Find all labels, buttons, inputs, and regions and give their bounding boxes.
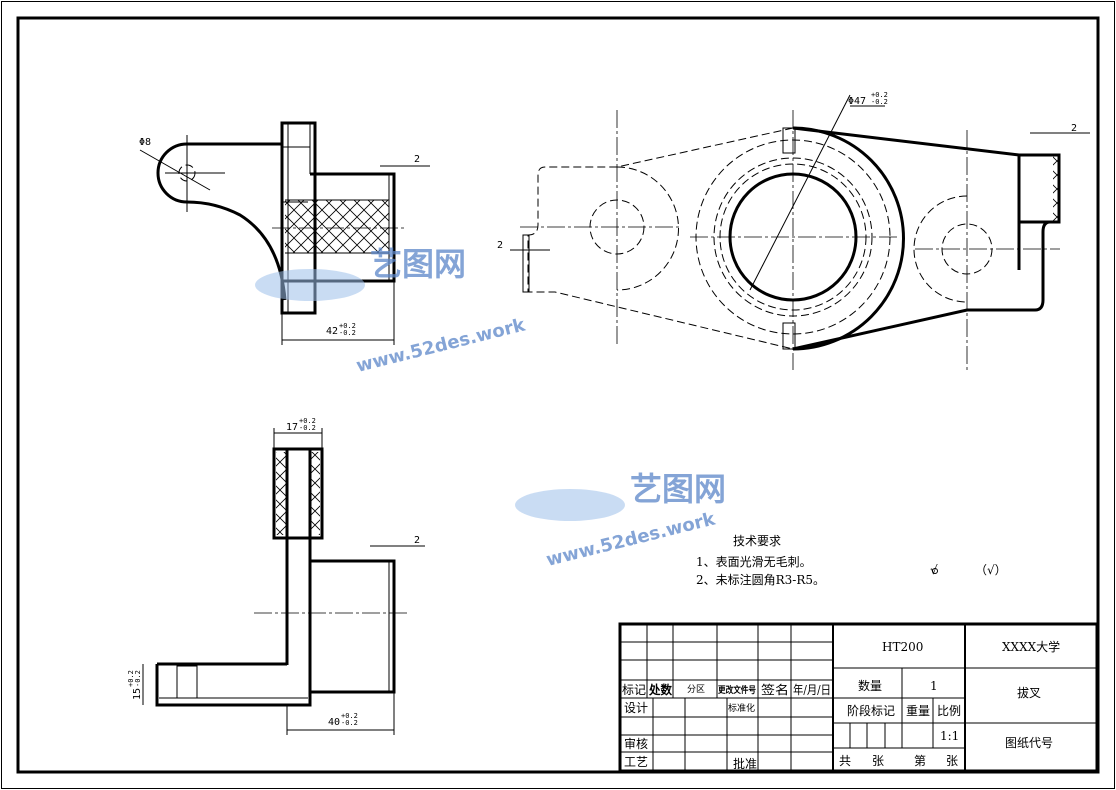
label-change-doc: 更改文件号	[718, 684, 756, 696]
watermark-url: www.52des.work	[354, 314, 528, 377]
label-sheet-no: 第	[914, 754, 926, 768]
width-dim: 42+0.2-0.2	[326, 322, 356, 337]
label-design: 设计	[624, 701, 648, 715]
school-name: XXXX大学	[1002, 639, 1060, 654]
label-sheets: 张	[872, 754, 884, 768]
roughness-symbol-bracketed: （√）	[975, 563, 1007, 577]
label-mark: 标记	[622, 683, 646, 697]
tech-req-title: 技术要求	[733, 534, 781, 548]
thickness-dim: 15+0.2-0.2	[127, 670, 143, 700]
label-count: 处数	[648, 682, 673, 697]
tech-req-item: 1、表面光滑无毛刺。	[696, 555, 812, 569]
bottom-wall-dim: 2	[414, 535, 420, 546]
label-process: 工艺	[624, 755, 648, 769]
label-total: 共	[839, 754, 851, 768]
label-date: 年/月/日	[793, 683, 831, 697]
label-standardization: 标准化	[728, 702, 755, 714]
label-quantity: 数量	[858, 678, 882, 693]
title-block: 标记 处数 分区 更改文件号 签名 年/月/日 设计 标准化 审核 工艺 批准 …	[618, 622, 1099, 773]
length-dim: 40+0.2-0.2	[328, 712, 358, 728]
watermark-brand: 艺图网	[370, 245, 466, 283]
roughness-symbol: √	[930, 563, 938, 577]
label-drawing-no: 图纸代号	[1005, 736, 1053, 750]
material: HT200	[882, 640, 923, 654]
watermark: 艺图网 www.52des.work 艺图网 www.52des.work	[255, 245, 726, 571]
boss-width-dim: 17+0.2-0.2	[286, 417, 316, 433]
technical-requirements: 技术要求 1、表面光滑无毛刺。 2、未标注圆角R3-R5。	[696, 534, 825, 587]
label-scale: 比例	[937, 704, 961, 718]
label-review: 审核	[624, 736, 648, 751]
label-signature: 签名	[761, 682, 789, 697]
right-wall-dim: 2	[1071, 123, 1077, 134]
top-left-view: Φ8 2 42+0.2-0.2	[139, 121, 430, 345]
tech-req-item: 2、未标注圆角R3-R5。	[696, 572, 825, 587]
left-wall-dim: 2	[497, 240, 503, 251]
label-approve: 批准	[733, 756, 757, 771]
label-stage-mark: 阶段标记	[847, 703, 895, 718]
part-name: 拔叉	[1017, 685, 1041, 700]
bore-dia-dim: Φ47+0.2-0.2	[848, 91, 888, 107]
label-zone: 分区	[687, 684, 705, 695]
quantity-value: 1	[930, 679, 938, 693]
watermark-brand: 艺图网	[630, 470, 726, 508]
label-sheet: 张	[946, 754, 958, 768]
label-weight: 重量	[906, 704, 930, 718]
bottom-view: 17+0.2-0.2 2 15+0.2-0.2 40+0.2-0.2	[127, 417, 425, 735]
wall-dim: 2	[414, 154, 420, 165]
drawing-frame	[16, 16, 1100, 774]
scale-value: 1:1	[940, 729, 959, 743]
top-right-view: Φ47+0.2-0.2 2 2	[497, 91, 1090, 370]
surface-roughness-symbols: √ （√）	[930, 563, 1007, 577]
hole-dia-dim: Φ8	[139, 137, 151, 148]
